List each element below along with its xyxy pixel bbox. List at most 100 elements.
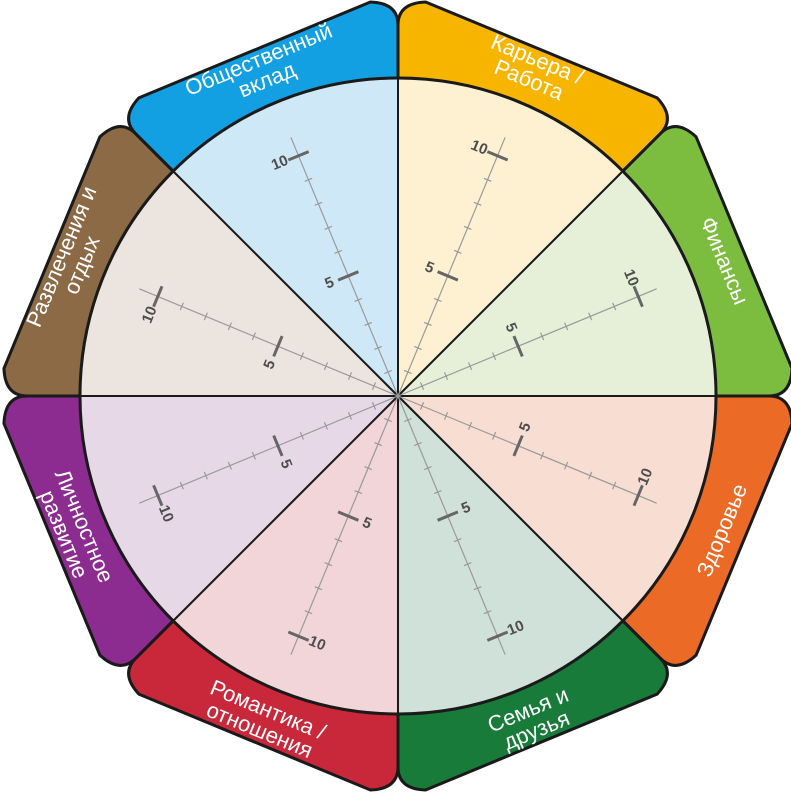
minor-tick	[314, 586, 323, 591]
minor-tick	[404, 417, 412, 423]
minor-tick	[314, 201, 323, 206]
tick-label-10: 10	[620, 267, 642, 289]
minor-tick	[483, 177, 492, 182]
minor-tick	[251, 451, 256, 460]
minor-tick	[419, 382, 425, 390]
minor-tick	[347, 372, 353, 381]
axis-finance	[397, 285, 657, 397]
major-tick	[512, 335, 524, 357]
major-tick	[287, 630, 310, 642]
minor-tick	[588, 312, 593, 321]
tick-label-10: 10	[468, 137, 490, 159]
minor-tick	[564, 461, 569, 470]
axis-line	[397, 137, 506, 397]
major-tick	[272, 435, 284, 457]
minor-tick	[491, 352, 497, 361]
minor-tick	[404, 369, 412, 375]
minor-tick	[354, 297, 363, 303]
minor-tick	[612, 302, 617, 311]
minor-tick	[371, 382, 377, 390]
minor-tick	[304, 610, 313, 615]
minor-tick	[334, 249, 343, 254]
minor-tick	[324, 562, 333, 567]
wheel-segments	[78, 76, 718, 716]
minor-tick	[588, 471, 593, 480]
minor-tick	[483, 610, 492, 615]
axis-leisure	[139, 285, 399, 397]
minor-tick	[227, 322, 232, 331]
tick-label-10: 10	[634, 466, 656, 488]
minor-tick	[463, 562, 472, 567]
major-tick	[632, 484, 644, 507]
minor-tick	[364, 321, 373, 327]
minor-tick	[423, 321, 432, 327]
minor-tick	[304, 177, 313, 182]
major-tick	[512, 435, 524, 457]
major-tick	[486, 630, 509, 642]
minor-tick	[423, 465, 432, 471]
minor-tick	[371, 402, 377, 410]
minor-tick	[374, 441, 383, 447]
minor-tick	[179, 302, 184, 311]
major-tick	[337, 510, 359, 522]
minor-tick	[473, 586, 482, 591]
tick-label-10: 10	[269, 152, 291, 174]
minor-tick	[374, 345, 383, 351]
minor-tick	[443, 372, 449, 381]
minor-tick	[453, 538, 462, 543]
axis-line	[397, 288, 657, 397]
minor-tick	[612, 481, 617, 490]
minor-tick	[467, 421, 473, 430]
major-tick	[337, 270, 359, 282]
axis-line	[290, 395, 399, 655]
minor-tick	[413, 441, 422, 447]
wheel-outline	[78, 76, 718, 716]
axis-line	[397, 395, 657, 504]
axis-romance	[287, 395, 399, 655]
category-tabs	[2, 0, 791, 792]
minor-tick	[453, 249, 462, 254]
minor-tick	[347, 411, 353, 420]
minor-tick	[203, 312, 208, 321]
minor-tick	[443, 411, 449, 420]
minor-tick	[299, 352, 305, 361]
minor-tick	[334, 538, 343, 543]
minor-tick	[251, 332, 256, 341]
major-tick	[287, 150, 310, 162]
minor-tick	[467, 362, 473, 371]
major-tick	[152, 484, 164, 507]
major-tick	[437, 270, 459, 282]
minor-tick	[179, 481, 184, 490]
tab-contribution	[127, 0, 400, 194]
axis-family	[397, 395, 509, 655]
axis-career	[397, 137, 509, 397]
minor-tick	[354, 489, 363, 495]
minor-tick	[364, 465, 373, 471]
minor-tick	[299, 431, 305, 440]
minor-tick	[384, 369, 392, 375]
minor-tick	[540, 451, 545, 460]
axis-line	[139, 395, 399, 504]
tick-label-10: 10	[306, 632, 328, 654]
major-tick	[272, 335, 284, 357]
minor-tick	[323, 362, 329, 371]
major-tick	[632, 285, 644, 308]
minor-tick	[463, 225, 472, 230]
major-tick	[437, 510, 459, 522]
tick-label-10: 10	[139, 304, 161, 326]
minor-tick	[564, 322, 569, 331]
minor-tick	[491, 431, 497, 440]
axis-line	[139, 288, 399, 397]
axis-line	[397, 395, 506, 655]
minor-tick	[384, 417, 392, 423]
axis-growth	[139, 395, 399, 507]
axis-health	[397, 395, 657, 507]
minor-tick	[203, 471, 208, 480]
tick-label-10: 10	[505, 617, 527, 639]
minor-tick	[473, 201, 482, 206]
minor-tick	[419, 402, 425, 410]
major-tick	[152, 285, 164, 308]
tick-label-10: 10	[155, 503, 177, 525]
major-tick	[486, 150, 509, 162]
